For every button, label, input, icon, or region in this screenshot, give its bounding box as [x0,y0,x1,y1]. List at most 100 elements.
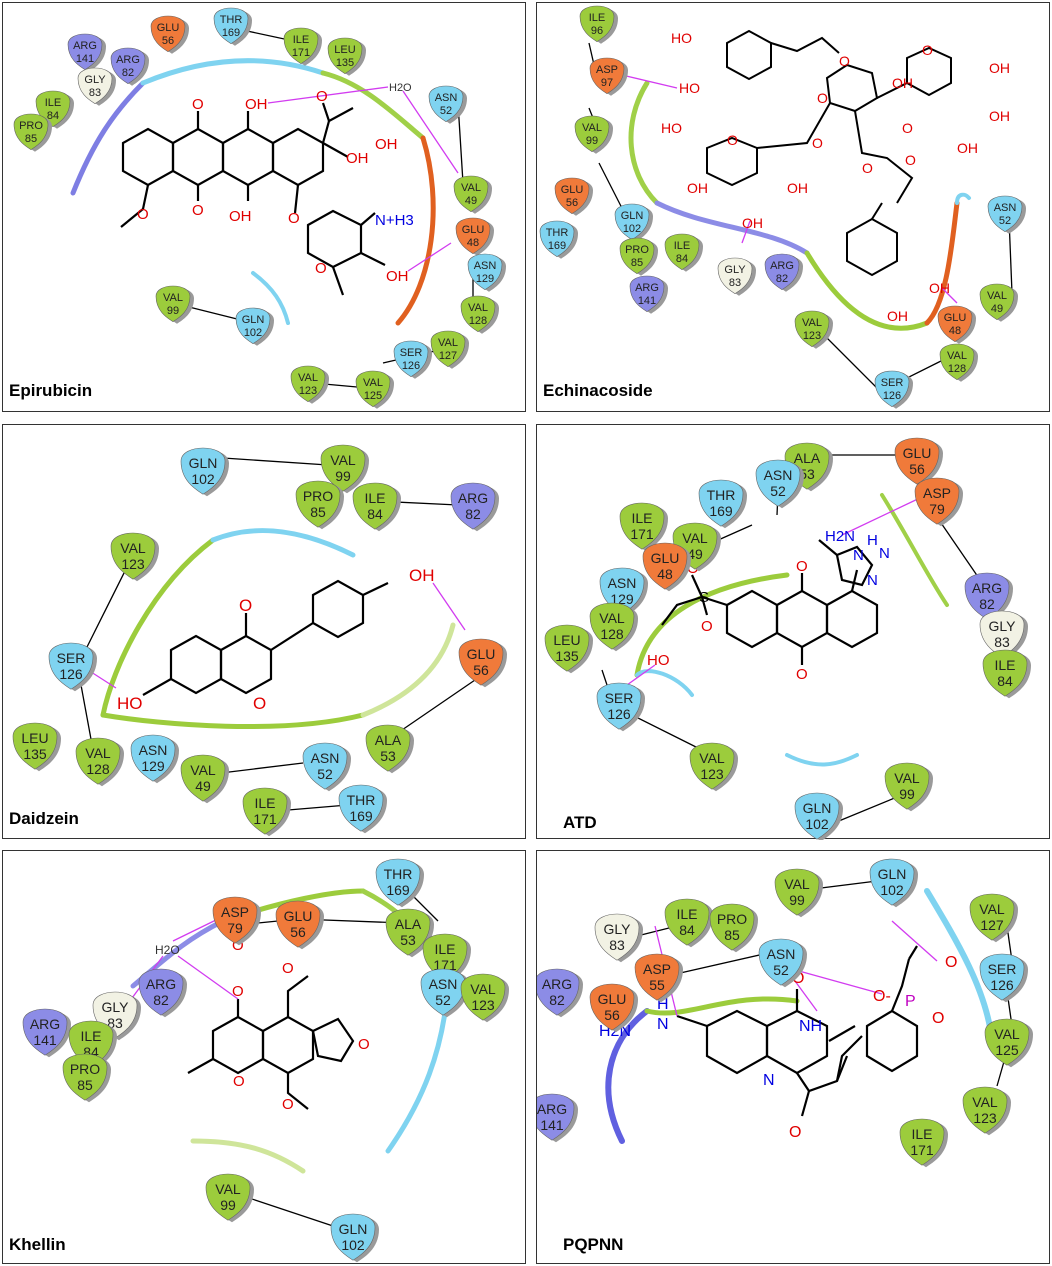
residue-bubble [393,340,429,378]
hbond-lines [621,74,958,304]
atom-label: HO [679,80,700,96]
ligand-echinacoside [706,29,952,277]
atom-label: O [253,694,266,713]
residue-number: 79 [929,501,945,517]
panel-label: ATD [563,813,597,832]
residue-number: 84 [367,506,383,522]
residue-name: ASN [311,750,340,766]
residue-name: GLN [339,1221,368,1237]
atom-label: P [905,993,916,1010]
atom-label: O [812,135,823,151]
residue-number: 123 [700,766,724,782]
residue-name: ARG [146,976,176,992]
residue-name: ILE [676,906,697,922]
atom-label: O [192,202,204,219]
residue-name: ASN [994,202,1017,214]
residue-number: 84 [679,922,695,938]
atom-label: OH [929,280,950,296]
residue-number: 135 [555,648,579,664]
atom-label: N+H3 [375,212,414,229]
residue-number: 102 [191,471,215,487]
residue-name: VAL [330,452,356,468]
residue-number: 49 [465,195,477,207]
residue-name: GLU [651,550,680,566]
residue-number: 82 [122,67,134,79]
residue-bubble [979,953,1025,1001]
residue-bubble [22,1008,68,1056]
residue-number: 123 [803,330,821,342]
atom-labels: OH OH OH OH OH O O O O O O N+H3 H2O [137,82,414,285]
residue-number: 52 [317,766,333,782]
atom-label: OH [375,136,398,153]
residue-bubble [619,502,665,550]
residue-name: ALA [375,732,402,748]
residue-number: 56 [290,924,306,940]
residue-name: SER [988,961,1017,977]
residue-number: 85 [310,504,326,520]
residue-name: ILE [911,1126,932,1142]
residue-name: VAL [85,745,111,761]
residue-name: ILE [674,240,691,252]
residue-number: 49 [991,303,1003,315]
residue-bubble [589,983,635,1031]
atom-label: OH [742,215,763,231]
residue-bubble [365,724,411,772]
atom-label: HO [671,30,692,46]
atom-label: O [796,666,808,683]
residue-number: 56 [473,662,489,678]
residue-number: 85 [77,1077,93,1093]
atom-label: OH [687,180,708,196]
residue-number: 56 [909,461,925,477]
residue-name: GLU [561,184,584,196]
residue-number: 169 [386,882,410,898]
residue-bubble [698,479,744,527]
residue-number: 48 [949,325,961,337]
residue-bubble [939,343,975,381]
residue-name: ILE [631,510,652,526]
atom-label: O [137,206,149,223]
residue-name: ARG [30,1016,60,1032]
atom-label: OH [892,75,913,91]
panel-label: Khellin [9,1235,66,1254]
residue-number: 82 [153,992,169,1008]
residue-bubble [899,1118,945,1166]
atom-label: O [239,596,252,615]
residue-bubble [327,37,363,75]
atom-label: OH [989,108,1010,124]
ligand-pqpnn [676,945,919,1117]
residue-bubble [874,370,910,408]
residue-bubble [375,858,421,906]
atom-label: O [358,1036,370,1053]
residue-number: 141 [76,53,94,65]
residue-number: 102 [341,1237,365,1253]
ligand-epirubicin [120,102,386,296]
residue-name: PRO [19,120,43,132]
residue-bubble [589,57,625,95]
